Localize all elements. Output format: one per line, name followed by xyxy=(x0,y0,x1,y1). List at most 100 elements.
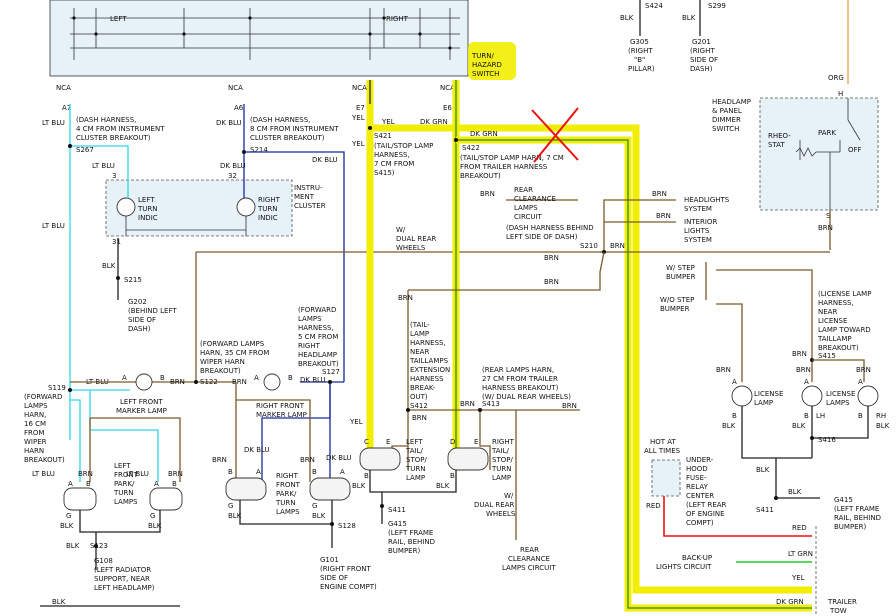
license-harn-7: BREAKOUT) xyxy=(818,344,859,352)
dash-behind-label-2: LEFT SIDE OF DASH) xyxy=(506,233,578,241)
dimmer-label-4: SWITCH xyxy=(712,125,739,133)
pin-a-rp1: A xyxy=(256,468,261,476)
s413-note-2: 27 CM FROM TRAILER xyxy=(482,375,558,383)
cavity-e7: E7 xyxy=(356,104,365,112)
s119-note-7: HARN xyxy=(24,447,44,455)
rheostat-label-2: STAT xyxy=(768,141,785,149)
pin-a-right-marker: A xyxy=(254,374,259,382)
fuse-label-7: OF ENGINE xyxy=(686,510,725,518)
s412-note-8: BREAK- xyxy=(410,384,436,392)
s119-note-6: WIPER xyxy=(24,438,47,446)
dk-blu-label-3: DK BLU xyxy=(300,376,326,384)
left-marker-label-2: MARKER LAMP xyxy=(116,407,167,415)
pin-3: 3 xyxy=(112,172,116,180)
right-indic-1: RIGHT xyxy=(258,196,281,204)
g201-label-4: DASH) xyxy=(690,65,713,73)
park-label: PARK xyxy=(818,129,836,137)
switch-title-2: HAZARD xyxy=(472,61,502,69)
brn-label-rh: BRN xyxy=(856,366,871,374)
blk-label-lp1: BLK xyxy=(60,522,74,530)
yel-label-5: YEL xyxy=(791,574,805,582)
dual-rear-label-1: W/ xyxy=(396,226,406,234)
cavity-a6: A6 xyxy=(234,104,244,112)
s412-note-3: HARNESS, xyxy=(410,339,446,347)
turn-hazard-switch-box xyxy=(49,0,469,77)
pin-b-lp2: B xyxy=(172,480,177,488)
red-x-mark xyxy=(531,107,579,163)
s122-note-4: BREAKOUT) xyxy=(200,367,241,375)
dual-rear-label-3: WHEELS xyxy=(396,244,426,252)
blk-label-lic: BLK xyxy=(722,422,736,430)
pin-a-lh: A xyxy=(804,378,809,386)
g201-label-3: SIDE OF xyxy=(690,56,718,64)
g202-label-3: SIDE OF xyxy=(128,316,156,324)
g101-label-2: (RIGHT FRONT xyxy=(320,565,371,573)
dimmer-s-pin: S xyxy=(826,212,831,220)
nca-a6: NCA xyxy=(228,84,243,92)
left-turn-indicator-bulb xyxy=(116,197,136,217)
yel-label-2: YEL xyxy=(381,118,395,126)
s127-note-7: BREAKOUT) xyxy=(298,360,339,368)
pin-a-lp1: A xyxy=(68,480,73,488)
backup-label-2: LIGHTS CIRCUIT xyxy=(656,563,712,571)
g108-label-2: (LEFT RADIATOR xyxy=(94,566,151,574)
left-marker-label-1: LEFT FRONT xyxy=(120,398,163,406)
cavity-a7: A7 xyxy=(62,104,71,112)
left-tail-label-1: LEFT xyxy=(406,438,423,446)
lt-blu-label-4: LT BLU xyxy=(32,470,55,478)
yel-label-4: YEL xyxy=(349,418,363,426)
s413-note-4: (W/ DUAL REAR WHEELS) xyxy=(482,393,571,401)
dimmer-label-1: HEADLAMP xyxy=(712,98,751,106)
wo-step-label-2: BUMPER xyxy=(660,305,690,313)
right-tail-label-3: STOP/ xyxy=(492,456,513,464)
rear-clear2-label-3: LAMPS CIRCUIT xyxy=(502,564,556,572)
g415a-label-1: G415 xyxy=(388,520,407,528)
s412-label: S412 xyxy=(410,402,428,410)
g101-label-4: ENGINE COMPT) xyxy=(320,583,377,591)
s214-note-3: CLUSTER BREAKOUT) xyxy=(250,134,325,142)
g415b-label-2: (LEFT FRAME xyxy=(834,505,879,513)
right-park-label-2: FRONT xyxy=(276,481,301,489)
pin-b-rt: B xyxy=(450,472,455,480)
s422-label: S422 xyxy=(462,144,480,152)
fuse-label-1: UNDER- xyxy=(686,456,714,464)
blk-label-rh: BLK xyxy=(876,422,890,430)
right-park-label-4: TURN xyxy=(275,499,296,507)
license-harn-3: NEAR xyxy=(818,308,837,316)
s122-note-3: WIPER HARN xyxy=(200,358,245,366)
blk-label-s411b: BLK xyxy=(788,488,802,496)
s127-note-5: RIGHT xyxy=(298,342,321,350)
g415a-label-3: RAIL, BEHIND xyxy=(388,538,435,546)
left-park-label-3: PARK/ xyxy=(114,480,135,488)
right-indic-3: INDIC xyxy=(258,214,278,222)
blk-label-rp2: BLK xyxy=(312,512,326,520)
wo-step-label-1: W/O STEP xyxy=(660,296,694,304)
nca-a7: NCA xyxy=(56,84,71,92)
pin-e-rt: E xyxy=(474,438,478,446)
brn-label-rear-clear: BRN xyxy=(480,190,495,198)
pin-b-right-marker: B xyxy=(288,374,293,382)
fuse-label-3: FUSE- xyxy=(686,474,707,482)
blk-label-lt: BLK xyxy=(352,482,366,490)
s214-note-2: 8 CM FROM INSTRUMENT xyxy=(250,125,339,133)
brn-label-headlights: BRN xyxy=(652,190,667,198)
fuse-label-8: COMPT) xyxy=(686,519,714,527)
switch-title-1: TURN/ xyxy=(471,52,494,60)
right-tail-label-4: TURN xyxy=(491,465,512,473)
pin-b-left-marker: B xyxy=(160,374,165,382)
rheostat-label-1: RHEO- xyxy=(768,132,791,140)
left-tail-label-3: STOP/ xyxy=(406,456,427,464)
left-park-label-1: LEFT xyxy=(114,462,131,470)
pin-g-rp1: G xyxy=(228,502,233,510)
left-park-label-5: LAMPS xyxy=(114,498,138,506)
trailer-label-1: TRAILER xyxy=(827,598,857,606)
lt-blu-label-1: LT BLU xyxy=(42,119,65,127)
g415b-label-1: G415 xyxy=(834,496,853,504)
license-lamp-rh-bulb xyxy=(857,385,879,407)
pin-c-lt: C xyxy=(364,438,369,446)
right-tail-label-5: LAMP xyxy=(492,474,511,482)
pin-b-rh: B xyxy=(858,412,863,420)
brn-label-dual: BRN xyxy=(398,294,413,302)
dimmer-internals xyxy=(795,98,861,210)
rear-clear2-label-2: CLEARANCE xyxy=(508,555,550,563)
